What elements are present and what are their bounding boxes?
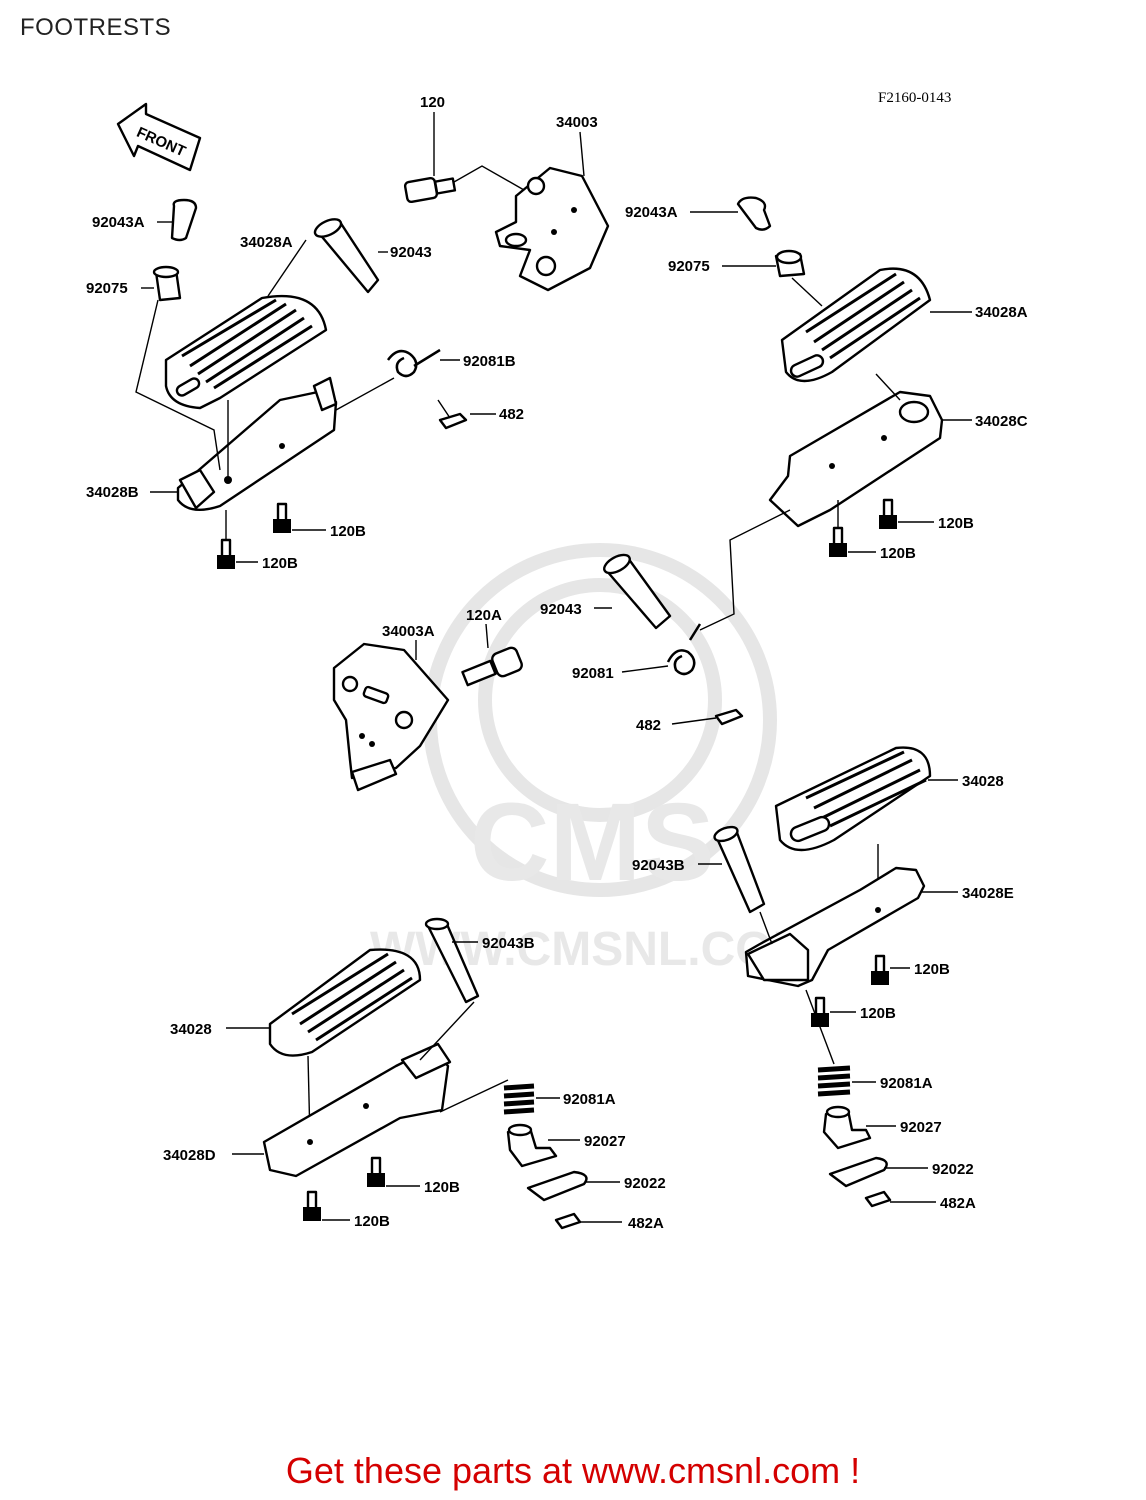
clip-482a-left <box>554 1212 582 1230</box>
label-120b-a: 120B <box>330 523 366 540</box>
label-92081b: 92081B <box>463 353 516 370</box>
label-92027-right: 92027 <box>900 1119 942 1136</box>
label-34003: 34003 <box>556 114 598 131</box>
label-92081a-left: 92081A <box>563 1091 616 1108</box>
label-482a-left: 482A <box>628 1215 664 1232</box>
screw-120b-d <box>829 526 847 557</box>
bolt-120 <box>403 176 457 204</box>
label-92075-right: 92075 <box>668 258 710 275</box>
label-92043-top: 92043 <box>390 244 432 261</box>
spring-92081b <box>386 348 441 378</box>
screw-120b-g <box>367 1156 385 1187</box>
label-leaders <box>141 112 972 1223</box>
front-arrow-icon: FRONT <box>116 102 202 172</box>
screw-120b-a <box>273 502 291 533</box>
label-120b-d: 120B <box>880 545 916 562</box>
spring-92081a-right <box>817 1065 851 1097</box>
screw-120b-b <box>217 538 235 569</box>
label-34028-left: 34028 <box>170 1021 212 1038</box>
footrest-upper-left <box>135 198 468 569</box>
rubber-34028a-left <box>164 294 328 410</box>
footrest-upper-right <box>699 196 944 631</box>
plate-92022-left <box>526 1170 588 1202</box>
label-92043-mid: 92043 <box>540 601 582 618</box>
part-labels: 120 34003 92043A 92043 34028A 92075 9208… <box>86 94 1028 1232</box>
label-92022-left: 92022 <box>624 1175 666 1192</box>
rubber-34028-left <box>268 948 422 1057</box>
promo-footer-link[interactable]: Get these parts at www.cmsnl.com ! <box>285 1450 861 1491</box>
bolt-120a <box>461 646 523 687</box>
label-120: 120 <box>420 94 445 111</box>
clip-482-top <box>438 412 468 430</box>
footrest-lower-right <box>713 746 932 1208</box>
label-34028a-right: 34028A <box>975 304 1028 321</box>
pin-92043a-right <box>736 196 772 231</box>
bracket-34028c <box>768 390 944 528</box>
footrest-lower-left <box>262 917 588 1230</box>
page-title: FOOTRESTS <box>20 14 172 41</box>
parts-diagram: CMS WWW.CMSNL.COM FRONT <box>86 94 1028 1232</box>
label-482-mid: 482 <box>636 717 661 734</box>
pin-92043b-right <box>714 828 766 914</box>
bracket-34003 <box>494 166 610 292</box>
label-92081: 92081 <box>572 665 614 682</box>
label-92027-left: 92027 <box>584 1133 626 1150</box>
screw-120b-e <box>871 954 889 985</box>
label-92043a-right: 92043A <box>625 204 678 221</box>
clip-482-mid <box>714 708 744 726</box>
label-92043a-left: 92043A <box>92 214 145 231</box>
rubber-grip-ribs <box>181 298 313 390</box>
label-34028d: 34028D <box>163 1147 216 1164</box>
label-92022-right: 92022 <box>932 1161 974 1178</box>
label-120b-c: 120B <box>938 515 974 532</box>
label-34028b: 34028B <box>86 484 139 501</box>
label-92081a-right: 92081A <box>880 1075 933 1092</box>
watermark-logo: CMS <box>470 781 714 904</box>
label-34003a: 34003A <box>382 623 435 640</box>
label-34028-right: 34028 <box>962 773 1004 790</box>
label-92043b-left: 92043B <box>482 935 535 952</box>
label-482a-right: 482A <box>940 1195 976 1212</box>
label-120b-e: 120B <box>914 961 950 978</box>
rubber-34028a-right <box>780 267 932 383</box>
pin-92043-mid <box>603 553 672 630</box>
label-120a: 120A <box>466 607 502 624</box>
label-120b-f: 120B <box>860 1005 896 1022</box>
pin-92043a-left <box>170 198 198 242</box>
label-120b-b: 120B <box>262 555 298 572</box>
label-120b-h: 120B <box>354 1213 390 1230</box>
spring-92081 <box>666 623 702 676</box>
clip-482a-right <box>864 1190 892 1208</box>
label-120b-g: 120B <box>424 1179 460 1196</box>
bracket-34003a <box>332 642 450 792</box>
watermark: CMS WWW.CMSNL.COM <box>370 543 813 976</box>
spring-92081a-left <box>503 1083 535 1115</box>
label-34028e: 34028E <box>962 885 1014 902</box>
label-92043b-right: 92043B <box>632 857 685 874</box>
label-34028a-left: 34028A <box>240 234 293 251</box>
label-92075-left: 92075 <box>86 280 128 297</box>
screw-120b-h <box>303 1190 321 1221</box>
figure-code: F2160-0143 <box>878 90 952 106</box>
screw-120b-c <box>879 498 897 529</box>
label-34028c: 34028C <box>975 413 1028 430</box>
plate-92022-right <box>828 1156 888 1188</box>
label-482-top: 482 <box>499 406 524 423</box>
